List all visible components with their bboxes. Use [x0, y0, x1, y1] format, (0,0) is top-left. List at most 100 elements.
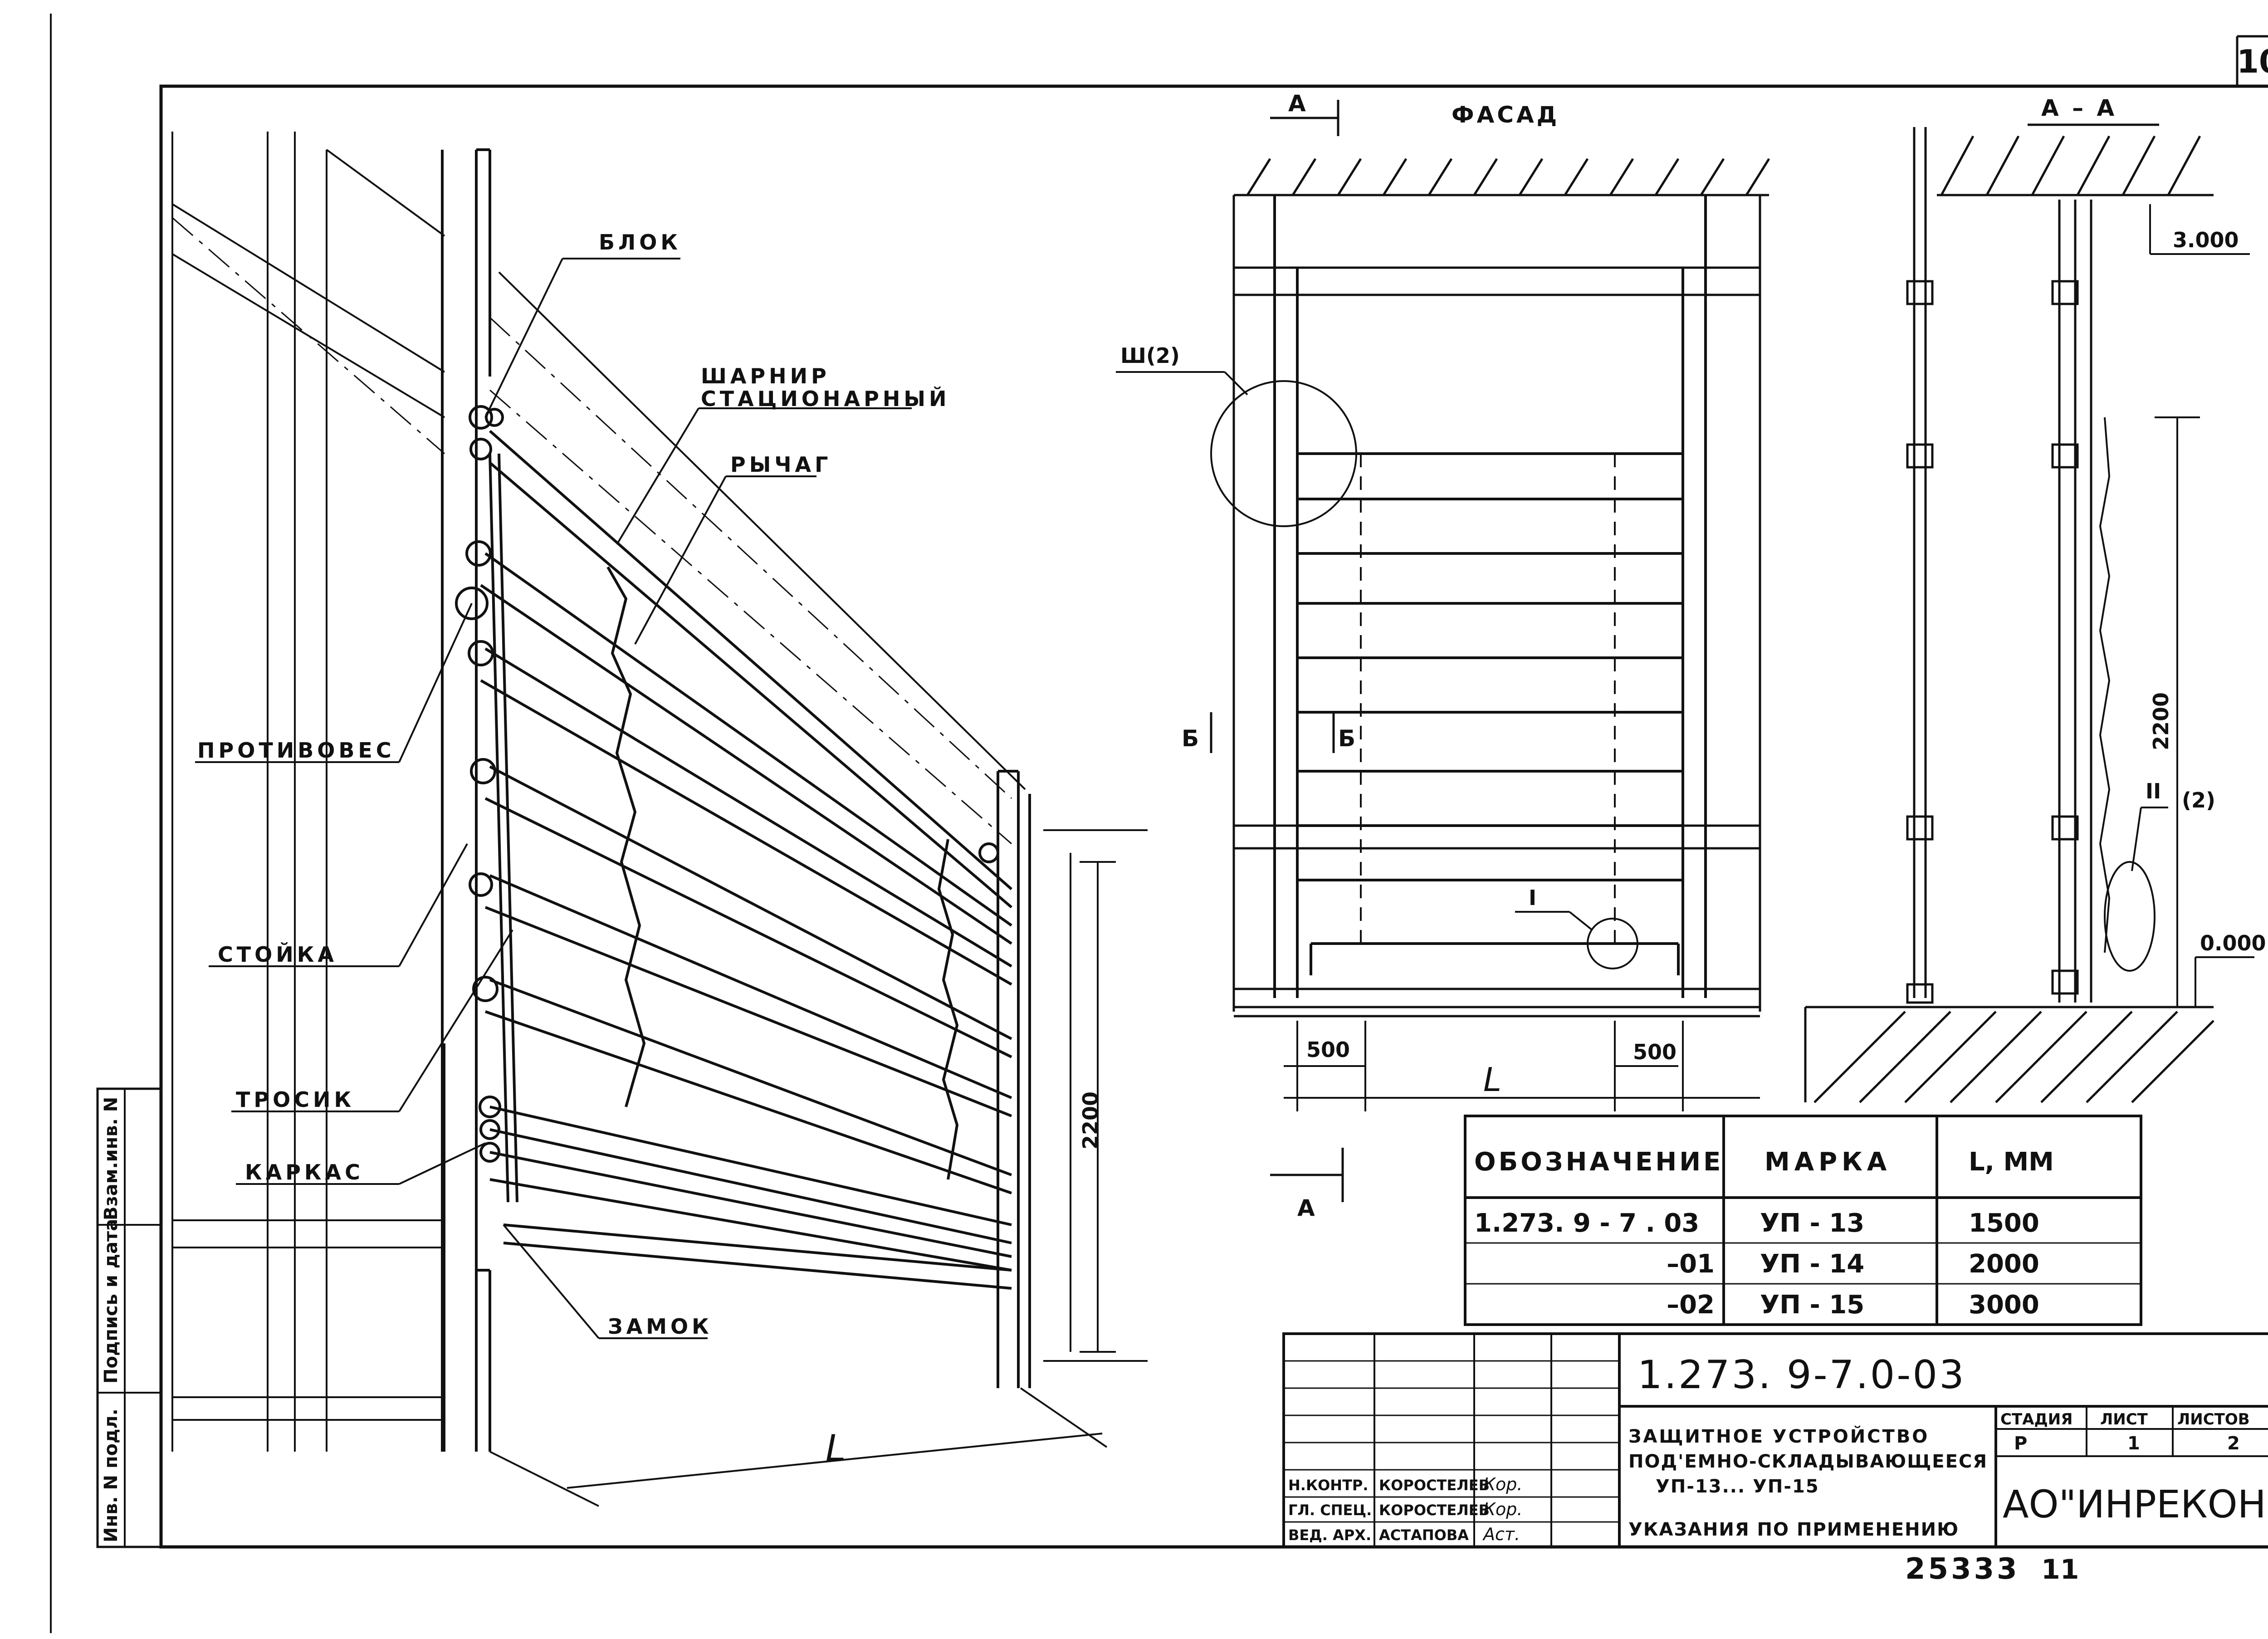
facade-dim-right: 500 [1633, 1040, 1677, 1064]
label-counterweight: ПРОТИВОВЕС [197, 738, 395, 763]
spec-row-3-designation: –02 [1667, 1290, 1715, 1320]
facade-callout-i-leader [1515, 911, 1593, 931]
sheet-number: 10 [2237, 43, 2268, 80]
perspective-height-dim [1080, 861, 1116, 1353]
lever-zigzag [606, 566, 959, 1180]
title-block: 1.273. 9-7.0-03 ЗАЩИТНОЕ УСТРОЙСТВО ПОД'… [1282, 1332, 2268, 1548]
sig-name-2: КОРОСТЕЛЕВ [1379, 1502, 1490, 1519]
spec-row-1-length: 1500 [1969, 1208, 2039, 1238]
sheets-header: ЛИСТОВ [2177, 1410, 2250, 1429]
spec-header-mark: МАРКА [1765, 1147, 1891, 1177]
spec-row-1-mark: УП - 13 [1760, 1208, 1864, 1238]
label-lever: РЫЧАГ [730, 452, 831, 477]
sig-role-1: Н.КОНТР. [1288, 1477, 1369, 1494]
spec-header-length: L, ММ [1969, 1147, 2054, 1177]
sheet-header: ЛИСТ [2100, 1410, 2148, 1429]
section-aa-callout-ii: II [2146, 779, 2161, 803]
sig-sign-1: Кор. [1483, 1474, 1522, 1494]
title-block-grid [1284, 1360, 1619, 1523]
facade-callout-i-circle [1587, 918, 1638, 969]
sig-name-3: АСТАПОВА [1379, 1526, 1469, 1544]
spec-header-designation: ОБОЗНАЧЕНИЕ [1474, 1147, 1723, 1177]
perspective-view: 2200 L БЛОК ШАРНИР СТАЦИОНАРНЫЙ РЫЧАГ ПР… [171, 132, 1148, 1507]
section-aa-ceiling [1937, 135, 2214, 196]
section-aa-cable [2099, 417, 2111, 953]
sheets-value: 2 [2227, 1433, 2240, 1454]
spec-row-2-length: 2000 [1969, 1249, 2039, 1279]
organization-name: АО"ИНРЕКОН" [2003, 1482, 2268, 1526]
perspective-length-label: L [826, 1427, 846, 1469]
perspective-leaders [195, 258, 912, 1339]
facade-section-b-marks [1210, 712, 1335, 753]
section-aa-level-top: 3.000 [2173, 228, 2239, 252]
archive-number: 25333 [1905, 1552, 2020, 1586]
facade-section-a-top-label: А [1288, 90, 1309, 117]
spec-row-1-designation: 1.273. 9 - 7 . 03 [1474, 1208, 1699, 1238]
facade-callout-iii: Ш(2) [1120, 343, 1180, 368]
side-stamp-replace: Взам.инв. N [101, 1097, 122, 1220]
facade-section-a-bottom-label: А [1297, 1195, 1318, 1221]
archive-page: 11 [2041, 1554, 2079, 1585]
facade-section-b-right: Б [1338, 725, 1358, 752]
facade-dims [1284, 1021, 1760, 1111]
label-block: БЛОК [599, 230, 681, 254]
spec-row-2-designation: –01 [1667, 1249, 1715, 1279]
title-line-2: ПОД'ЕМНО-СКЛАДЫВАЮЩЕЕСЯ [1628, 1451, 1988, 1472]
spec-row-3-length: 3000 [1969, 1290, 2039, 1320]
facade-outline [1232, 195, 1761, 1018]
sheet-value: 1 [2127, 1433, 2140, 1454]
side-stamp-inv: Инв. N подл. [101, 1409, 122, 1542]
section-aa-callout-ii-sheet: (2) [2182, 788, 2215, 812]
facade-title: ФАСАД [1452, 102, 1559, 128]
label-frame: КАРКАС [245, 1160, 364, 1184]
post-right [997, 770, 1031, 1388]
section-aa-posts [1913, 127, 2092, 1003]
side-stamp: Инв. N подл. Подпись и дата Взам.инв. N [96, 1087, 162, 1548]
label-hinge-2: СТАЦИОНАРНЫЙ [701, 387, 950, 411]
title-doc-code: 1.273. 9-7.0-03 [1637, 1352, 1966, 1398]
facade-view: ФАСАД А [1116, 90, 1770, 1221]
stage-value: Р [2014, 1433, 2027, 1454]
perspective-height-label: 2200 [1078, 1091, 1103, 1150]
spec-row-2-mark: УП - 14 [1760, 1249, 1864, 1279]
sig-name-1: КОРОСТЕЛЕВ [1379, 1477, 1490, 1494]
label-post: СТОЙКА [218, 942, 337, 967]
side-stamp-sign: Подпись и дата [101, 1219, 122, 1384]
label-lock: ЗАМОК [608, 1314, 713, 1339]
facade-cables [1360, 454, 1616, 944]
sig-sign-2: Кор. [1483, 1499, 1522, 1519]
spec-table: ОБОЗНАЧЕНИЕ МАРКА L, ММ 1.273. 9 - 7 . 0… [1464, 1115, 2142, 1326]
spec-row-3-mark: УП - 15 [1760, 1290, 1864, 1320]
facade-ceiling [1234, 158, 1770, 196]
label-hinge-1: ШАРНИР [701, 364, 830, 388]
title-line-3: УП-13... УП-15 [1656, 1476, 1819, 1497]
sheet-frame [50, 14, 2268, 1633]
section-aa-callout-ii-ellipse [2104, 861, 2156, 972]
dashdot-guides [172, 217, 1012, 845]
label-cable: ТРОСИК [236, 1087, 355, 1112]
sig-sign-3: Аст. [1482, 1524, 1520, 1544]
slats [480, 430, 1012, 1290]
title-line-1: ЗАЩИТНОЕ УСТРОЙСТВО [1628, 1425, 1929, 1447]
facade-section-a-bottom [1270, 1148, 1344, 1202]
section-aa-level-bottom: 0.000 [2200, 931, 2266, 955]
facade-slats [1297, 452, 1683, 975]
pulleys [455, 405, 999, 1163]
facade-section-a-top [1270, 100, 1339, 136]
section-aa-title: А – А [2041, 95, 2117, 121]
facade-callout-i: I [1529, 886, 1536, 910]
section-aa-floor [1804, 1006, 2214, 1103]
section-aa-levels [2131, 204, 2254, 1007]
facade-posts [1273, 195, 1707, 998]
post-left [441, 148, 518, 1452]
title-line-4: УКАЗАНИЯ ПО ПРИМЕНЕНИЮ [1628, 1519, 1959, 1540]
section-aa-height: 2200 [2149, 692, 2173, 750]
facade-callout-iii-circle [1210, 380, 1357, 527]
stage-header: СТАДИЯ [2000, 1410, 2072, 1429]
facade-dim-left: 500 [1306, 1037, 1350, 1062]
section-aa-view: А – А [1804, 95, 2266, 1103]
facade-dim-total: L [1483, 1061, 1501, 1099]
facade-callout-iii-leader [1116, 371, 1248, 396]
